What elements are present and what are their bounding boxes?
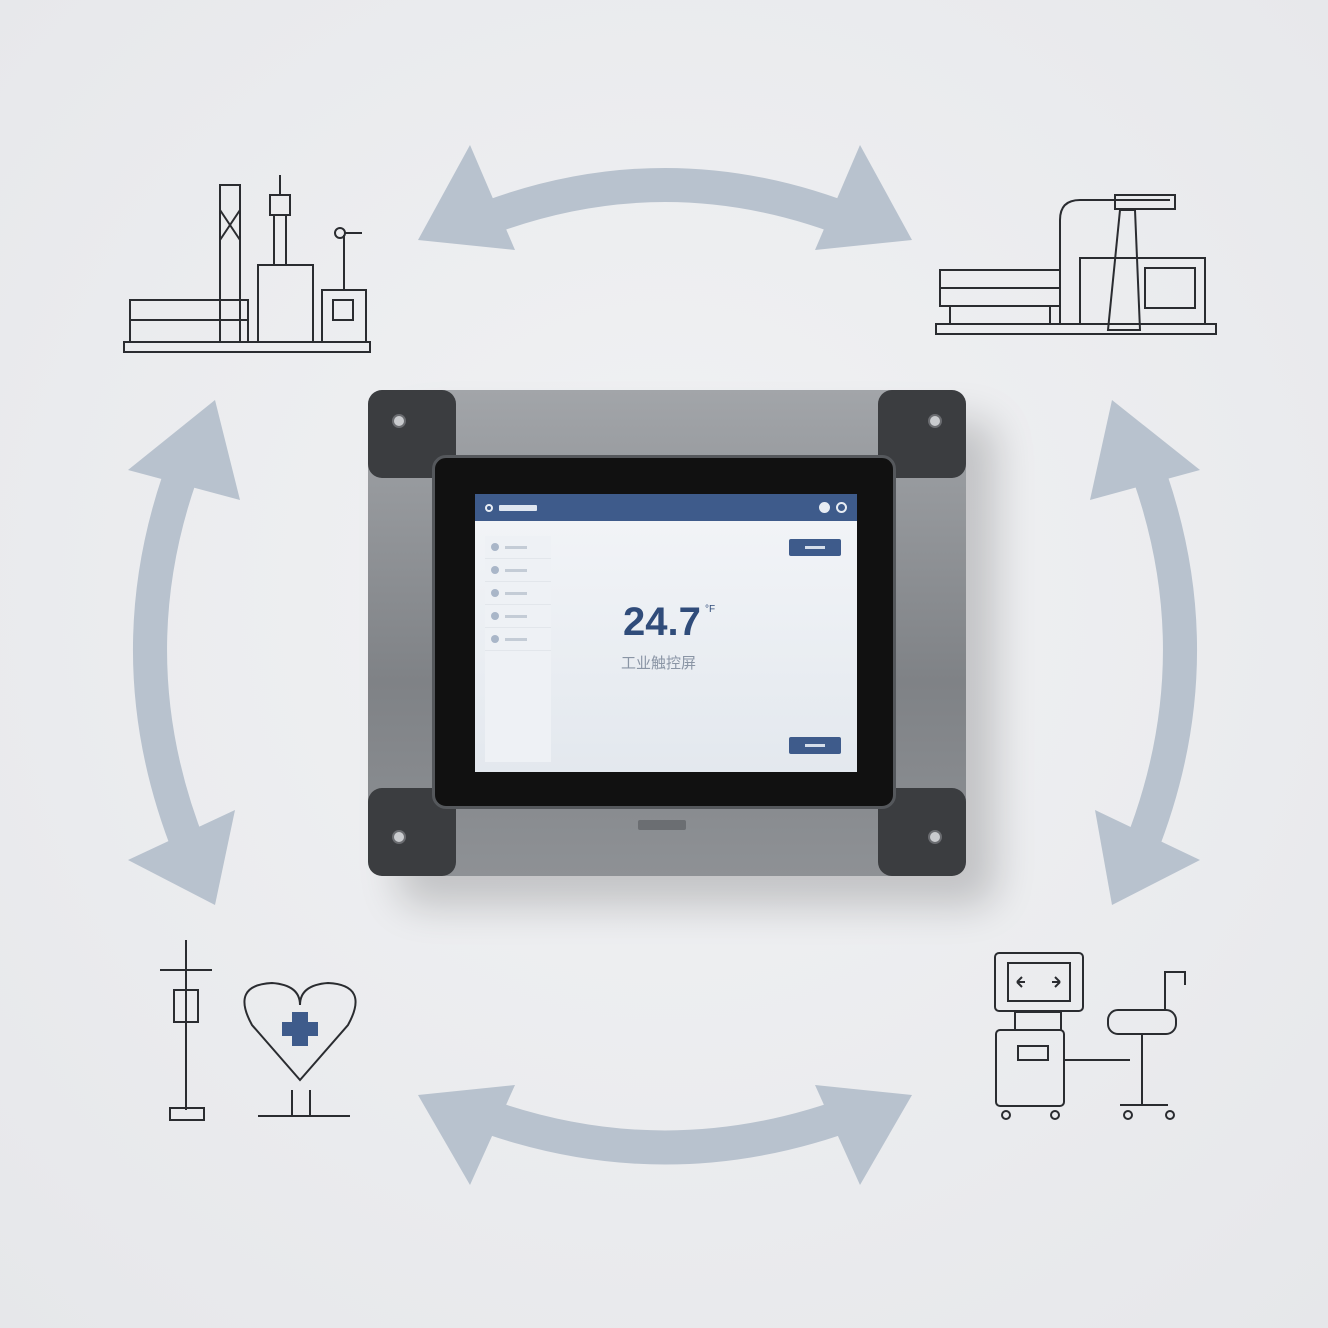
screen-bezel: 24.7 °F 工业触控屏	[432, 455, 896, 809]
screw-icon	[392, 414, 406, 428]
medical-equipment-icon	[994, 952, 1186, 1120]
sidebar-item[interactable]	[485, 605, 551, 628]
industrial-touch-panel: 24.7 °F 工业触控屏	[368, 390, 966, 876]
brand-logo	[638, 820, 686, 830]
factory-icon	[123, 175, 371, 353]
screw-icon	[392, 830, 406, 844]
screen-subtitle: 工业触控屏	[621, 655, 697, 672]
settings-icon[interactable]	[836, 502, 847, 513]
screw-icon	[928, 830, 942, 844]
reading-unit: °F	[705, 604, 716, 615]
sidebar-item[interactable]	[485, 582, 551, 605]
top-action-button[interactable]	[789, 539, 841, 556]
touch-screen[interactable]: 24.7 °F 工业触控屏	[475, 494, 857, 772]
home-icon[interactable]	[485, 503, 493, 512]
assembly-machine-icon	[935, 194, 1217, 335]
cycle-arrows-icon	[133, 168, 1197, 1165]
sidebar-item[interactable]	[485, 628, 551, 651]
bottom-action-button[interactable]	[789, 737, 841, 754]
medical-heart-iv-icon	[160, 940, 357, 1121]
sidebar-item[interactable]	[485, 536, 551, 559]
corner-bumper	[368, 390, 456, 478]
header-title	[499, 504, 537, 511]
sidebar-menu	[485, 536, 551, 762]
screen-header	[475, 494, 857, 521]
sidebar-item[interactable]	[485, 559, 551, 582]
reading-value: 24.7	[623, 600, 701, 644]
clock-icon[interactable]	[819, 502, 830, 513]
screw-icon	[928, 414, 942, 428]
